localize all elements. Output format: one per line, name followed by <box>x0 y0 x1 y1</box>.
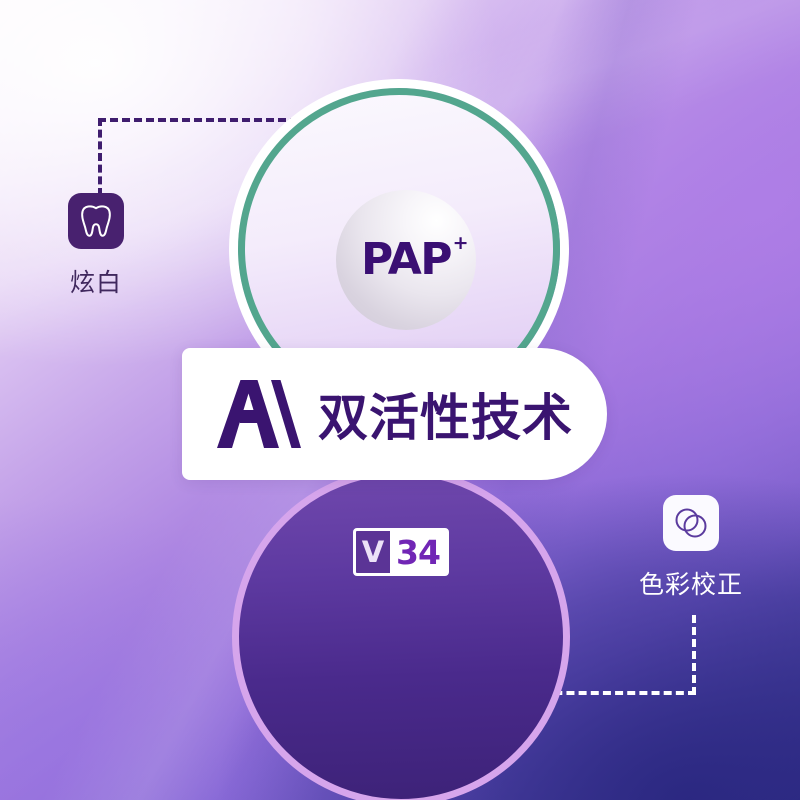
dashed-line-vertical <box>98 118 102 196</box>
pap-text: PAP <box>360 234 453 285</box>
pap-wordmark: PAP + <box>361 234 469 282</box>
dashed-line-horizontal <box>530 691 696 695</box>
overlapping-circles-icon <box>675 508 707 538</box>
pap-plus-superscript: + <box>452 232 469 254</box>
feature-whitening: 炫白 <box>68 193 124 299</box>
version-34-badge: V 34 <box>353 528 449 576</box>
dashed-bracket-top-left <box>98 118 298 196</box>
feature-color-correction-tile <box>663 495 719 551</box>
feature-whitening-label: 炫白 <box>69 268 122 297</box>
feature-color-correction: 色彩校正 <box>639 495 743 601</box>
brand-a-mark-icon <box>217 380 301 448</box>
tooth-icon <box>81 205 111 237</box>
bottom-purple-circle <box>232 468 570 800</box>
dashed-bracket-bottom-right <box>530 615 696 695</box>
feature-color-correction-label: 色彩校正 <box>639 570 744 599</box>
dashed-line-horizontal <box>98 118 298 122</box>
version-badge-number: 34 <box>390 531 446 573</box>
feature-whitening-tile <box>68 193 124 249</box>
tech-card-title: 双活性技术 <box>318 389 573 447</box>
version-badge-letter: V <box>356 531 390 573</box>
dashed-line-vertical <box>692 615 696 695</box>
pap-sphere: PAP + <box>336 190 476 330</box>
dual-active-technology-card: 双活性技术 <box>182 348 607 480</box>
